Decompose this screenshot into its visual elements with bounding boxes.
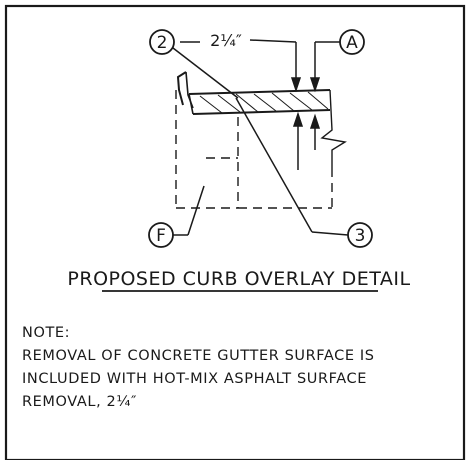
callout-a-label: A (346, 33, 358, 53)
note-line-3: REMOVAL, 2¼″ (22, 394, 137, 410)
note-line-2: INCLUDED WITH HOT-MIX ASPHALT SURFACE (22, 371, 367, 387)
dimension-arrows (290, 42, 321, 170)
callout-2-label: 2 (157, 33, 168, 53)
callout-f-bubble: F (148, 222, 174, 248)
leader-lines (172, 39, 349, 236)
curb-detail-drawing (172, 39, 349, 236)
note-heading: NOTE: (22, 325, 70, 341)
note-block: NOTE: REMOVAL OF CONCRETE GUTTER SURFACE… (22, 325, 375, 410)
callout-3-bubble: 3 (347, 222, 373, 248)
curb-back-line (185, 71, 194, 109)
callout-2-bubble: 2 (149, 29, 175, 55)
existing-curb-dashed (175, 90, 333, 209)
dimension-label: 2¼″ (210, 31, 242, 50)
overlay-layer (188, 89, 331, 115)
sheet-border (4, 4, 466, 460)
callout-f-label: F (156, 226, 166, 246)
note-line-1: REMOVAL OF CONCRETE GUTTER SURFACE IS (22, 348, 375, 364)
detail-title: PROPOSED CURB OVERLAY DETAIL (67, 268, 410, 290)
curb-outline (176, 71, 187, 106)
break-line (320, 89, 347, 168)
callout-3-label: 3 (355, 226, 366, 246)
callout-a-bubble: A (339, 29, 365, 55)
